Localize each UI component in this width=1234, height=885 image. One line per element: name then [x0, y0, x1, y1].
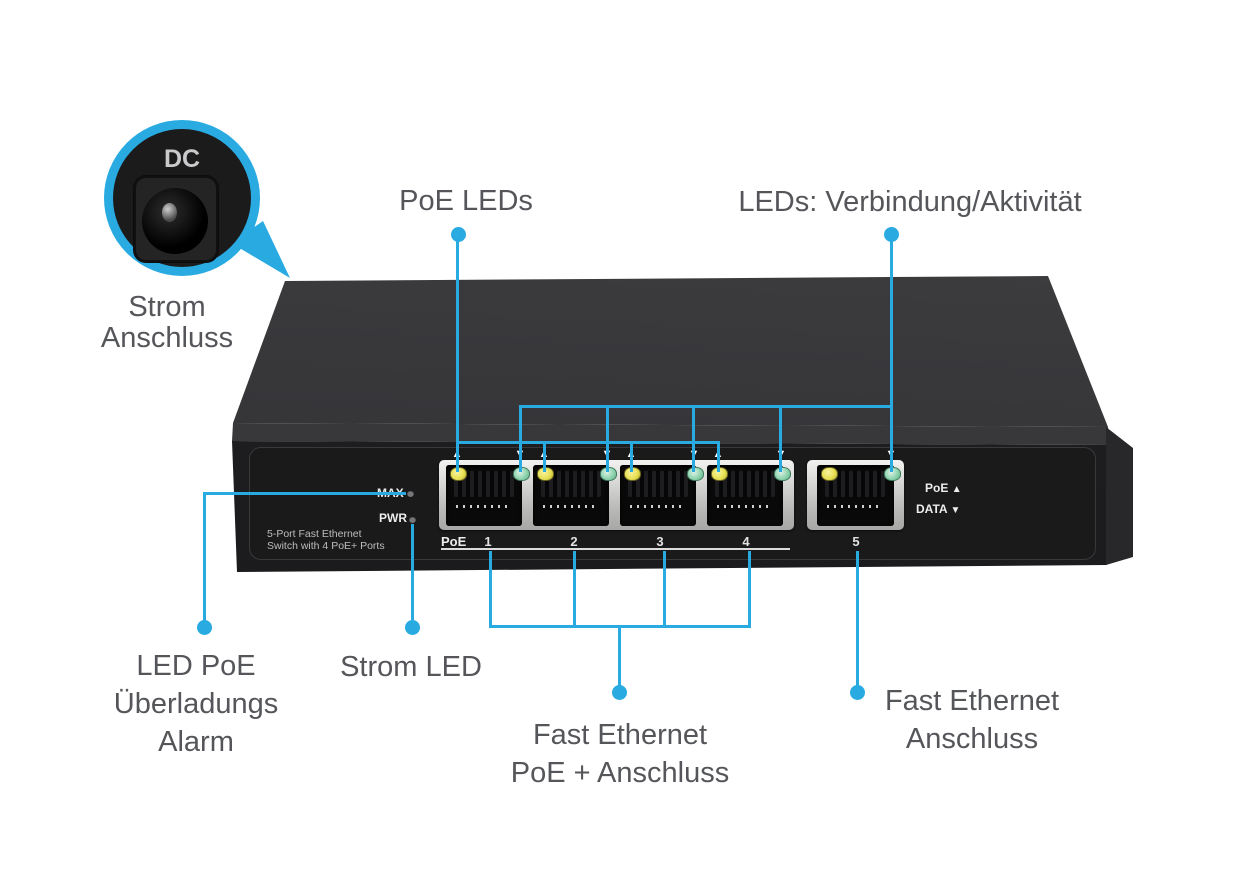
- poe-row-underline: [441, 548, 790, 550]
- callout-line-port3: [663, 551, 666, 628]
- label-power-connector: Strom Anschluss: [101, 292, 233, 354]
- label-line: LED PoE: [136, 650, 256, 682]
- callout-line-port1: [489, 551, 492, 628]
- legend-data-label: DATA: [916, 502, 948, 516]
- callout-line-link-drop-1: [519, 405, 522, 472]
- label-overload-alarm: LED PoE Überladungs Alarm: [114, 647, 278, 761]
- label-power-led: Strom LED: [340, 651, 482, 683]
- callout-line-link-drop-3: [692, 405, 695, 472]
- rj45-pins-icon: [827, 505, 883, 508]
- callout-line-poe-drop-2: [543, 443, 546, 472]
- pwr-led: [409, 516, 416, 523]
- data-led-legend: DATA ▼: [916, 502, 960, 516]
- callout-dot-poe-ports: [612, 685, 627, 700]
- callout-line-pwr: [411, 524, 414, 620]
- pwr-label: PWR: [379, 511, 407, 525]
- label-uplink-port: Fast Ethernet Anschluss: [885, 682, 1059, 758]
- label-line: Fast Ethernet: [532, 719, 708, 751]
- callout-dot-link: [884, 227, 899, 242]
- callout-line-port5: [856, 551, 859, 686]
- model-line-1: 5-Port Fast Ethernet: [267, 528, 362, 540]
- callout-line-link-bus: [519, 405, 892, 408]
- dc-label: DC: [163, 145, 201, 173]
- port-number-3: 3: [656, 534, 664, 549]
- callout-dot-pwr: [405, 620, 420, 635]
- callout-line-bracket-stem: [618, 626, 621, 686]
- callout-line-poe-drop-3: [630, 443, 633, 472]
- dc-jack-pin: [162, 203, 177, 222]
- callout-dot-overload: [197, 620, 212, 635]
- poe-led-port-5: [821, 467, 838, 481]
- callout-line-max-v: [203, 492, 206, 621]
- callout-line-poe-bus: [458, 441, 720, 444]
- rj45-pins-icon: [456, 505, 512, 508]
- callout-line-link-drop-2: [606, 405, 609, 472]
- link-led-port-4: [774, 467, 791, 481]
- callout-dot-port5: [850, 685, 865, 700]
- data-arrow-down-icon: ▼: [950, 505, 961, 516]
- callout-line-poe-drop-4: [717, 443, 720, 472]
- callout-line-link-drop-4: [779, 405, 782, 472]
- label-poe-leds: PoE LEDs: [399, 185, 533, 217]
- port-number-2: 2: [570, 534, 578, 549]
- legend-poe-label: PoE: [925, 481, 949, 495]
- callout-line-max-h: [204, 492, 406, 495]
- max-led: [407, 490, 414, 497]
- rj45-pins-icon: [630, 505, 686, 508]
- label-link-activity: LEDs: Verbindung/Aktivität: [738, 186, 1082, 218]
- poe-arrow-up-icon: ▲: [951, 484, 962, 495]
- model-line-2: Switch with 4 PoE+ Ports: [267, 540, 385, 552]
- rj45-pins-icon: [543, 505, 599, 508]
- callout-line-port2: [573, 551, 576, 628]
- poe-row-label: PoE: [441, 534, 467, 549]
- label-line: PoE + Anschluss: [510, 757, 730, 789]
- label-line: Anschluss: [100, 322, 234, 354]
- poe-led-legend: PoE ▲: [925, 481, 962, 495]
- label-poe-ports: Fast Ethernet PoE + Anschluss: [511, 716, 729, 792]
- label-line: Überladungs: [113, 688, 279, 720]
- callout-line-link-stem: [890, 241, 893, 472]
- label-line: Anschluss: [905, 723, 1039, 755]
- callout-line-poe-leds-stem: [456, 240, 459, 472]
- callout-line-port4: [748, 551, 751, 628]
- port-number-4: 4: [742, 534, 750, 549]
- label-line: Alarm: [158, 726, 234, 758]
- label-line: Strom: [128, 291, 206, 323]
- rj45-pins-icon: [717, 505, 773, 508]
- link-led-port-3: [687, 467, 704, 481]
- label-line: Fast Ethernet: [884, 685, 1060, 717]
- dc-jack-hole: [142, 188, 208, 254]
- model-text: 5-Port Fast Ethernet Switch with 4 PoE+ …: [267, 528, 385, 552]
- port-number-1: 1: [484, 534, 492, 549]
- port-number-5: 5: [852, 534, 860, 549]
- callout-dot-poe-leds: [451, 227, 466, 242]
